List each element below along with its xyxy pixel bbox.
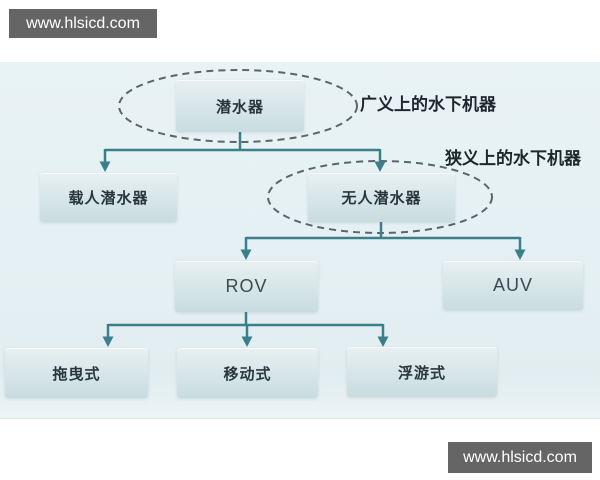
node-auv: AUV (443, 261, 583, 310)
watermark-bottom-right: www.hlsicd.com (448, 442, 592, 473)
node-unmanned-submersible: 无人潜水器 (308, 173, 455, 222)
node-rov: ROV (175, 261, 318, 312)
node-submersible: 潜水器 (176, 80, 304, 132)
node-towed-type: 拖曳式 (5, 348, 148, 398)
node-manned-submersible: 载人潜水器 (40, 173, 177, 222)
watermark-top-left: www.hlsicd.com (9, 9, 157, 38)
node-floating-type: 浮游式 (347, 347, 497, 397)
node-mobile-type: 移动式 (177, 348, 318, 398)
label-broad-sense: 广义上的水下机器 (360, 95, 496, 114)
label-narrow-sense: 狭义上的水下机器 (445, 149, 581, 168)
